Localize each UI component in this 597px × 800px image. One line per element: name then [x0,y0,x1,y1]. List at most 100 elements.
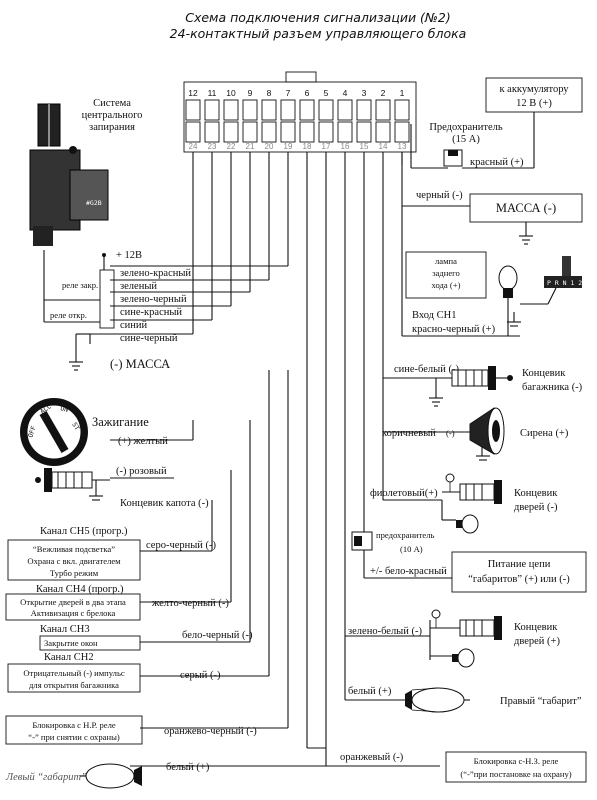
wire-label: сине-черный [120,333,178,344]
relay-close-label: реле закр. [62,280,98,290]
connector-pin-cell [242,121,258,143]
connector-pin-cell [356,99,372,121]
parking-lamp-icon [405,687,470,713]
connector-pin-cell [185,121,201,143]
ch5-box [7,539,141,581]
ch4-title: Канал CH4 (прогр.) [36,584,124,595]
pin-number: 10 [226,88,236,98]
wire-label: зелено-черный [120,294,187,305]
ground-icon [476,455,490,461]
gear-selector-icon: P R N 1 2 3 D [520,256,597,305]
fuse-15a-label-1: Предохранитель [429,122,503,133]
ch1-wire-label: красно-черный (+) [412,324,496,335]
relay-open-label: реле откр. [50,310,87,320]
doors-plus-label-1: Концевик [514,622,558,633]
pin-number: 21 [246,142,255,151]
bulb-icon [430,648,475,668]
ch3-box [39,635,141,651]
pin-number: 12 [188,88,198,98]
connector-pin-cells [185,99,410,143]
ignition-position: OFF [26,425,38,439]
siren-icon [469,407,505,456]
siren-wire-label: коричневый [382,428,436,439]
block-nr-wire-label: оранжево-черный (-) [164,726,257,737]
bulb-icon [442,514,479,534]
ch4-box [5,593,141,621]
ground-icon [429,397,443,407]
ch5-title: Канал CH5 (прогр.) [40,526,128,537]
connector-pin-cell [204,99,220,121]
pin-number: 14 [379,142,388,151]
mass-box-label: МАССА (-) [496,201,556,215]
connector-24pin: 12 11 10 9 8 7 6 5 4 3 2 1 24 23 22 21 2… [183,71,417,153]
connector-pin-cell [280,121,296,143]
fuse-icon [351,531,373,551]
limit-switch-icon [35,468,110,492]
plus-12v-label: + 12B [116,250,142,261]
pin-number: 9 [248,88,253,98]
ignition-label: Зажигание [92,415,149,429]
limit-switch-icon [451,366,513,390]
connector-pin-cell [261,121,277,143]
right-parking-label: Правый “габарит” [500,696,582,707]
pin-number: 24 [189,142,198,151]
siren-label: Сирена (+) [520,428,569,439]
ch4-function: Открытие дверей в два этапа [20,597,126,607]
ch5-function: “Вежливая подсветка” [33,544,115,554]
block-nr-line: Блокировка с Н.Р. реле [32,720,116,730]
diagram-title-line1: Схема подключения сигнализации (№2) [185,10,451,25]
door-lock-actuator-icon: #G2B [29,103,109,246]
fuse-10a-label-1: предохранитель [376,530,435,540]
ground-icon [69,361,83,371]
connector-pin-cell [223,121,239,143]
connector-pin-cell [394,99,410,121]
ch2-title: Канал CH2 [44,652,94,663]
block-nz-box [445,751,587,783]
reverse-lamp-label: хода (+) [432,280,461,290]
connector-pin-cell [261,99,277,121]
ignition-section: OFF ACC ON ST Зажигание (+) желтый [20,398,168,466]
block-nr-line: “-” при снятии с охраны) [28,732,120,742]
ignition-switch-icon: OFF ACC ON ST [20,398,88,466]
parking-power-label-1: Питание цепи [488,559,551,570]
reverse-lamp-label: лампа [435,256,457,266]
doors-minus-label-1: Концевик [514,488,558,499]
hood-switch-section: (-) розовый Концевик капота (-) [35,466,209,509]
red-wire-label: красный (+) [470,157,524,168]
ignition-wire-label: (+) желтый [118,436,168,447]
connector-bottom-pin-numbers: 24 23 22 21 20 19 18 17 16 15 14 13 [189,142,407,151]
connector-pin-cell [337,121,353,143]
channel-ch3: Канал CH3 Закрытие окон бело-черный (-) [39,624,253,651]
block-nz-wire-label: оранжевый (-) [340,752,404,763]
actuator-model: #G2B [86,199,102,207]
hood-wire-label: (-) розовый [116,466,167,477]
ch3-function: Закрытие окон [44,638,98,648]
parking-power-section: предохранитель (10 А) +/- бело-красный П… [351,530,587,593]
fuse-15a-label-2: (15 А) [452,134,480,145]
wires [43,124,520,767]
ch5-function: Турбо режим [50,568,99,578]
channel-ch4: Канал CH4 (прогр.) Открытие дверей в два… [5,584,229,621]
wire-label: синий [120,320,148,331]
pin-number: 1 [400,88,405,98]
fuse-10a-label-2: (10 А) [400,544,423,554]
ch5-wire-label: серо-черный (-) [146,540,217,551]
mass-section: МАССА (-) [469,193,583,245]
left-parking-wire-label: белый (+) [166,762,210,773]
battery-label-1: к аккумулятору [499,84,569,95]
parking-power-box [451,551,587,593]
doors-plus-label-2: дверей (+) [514,636,560,647]
connector-pin-cell [375,121,391,143]
ch1-input-label: Вход CH1 [412,310,456,321]
siren-section: коричневый (-) Сирена (+) [382,407,569,461]
channel-ch5: Канал CH5 (прогр.) “Вежливая подсветка” … [7,526,217,581]
ground-icon [89,495,103,501]
block-nz-line: Блокировка с-Н.З. реле [474,756,559,766]
parking-power-label-2: “габаритов” (+) или (-) [468,574,570,585]
ch2-function: для открытия багажника [29,680,119,690]
central-lock-ground-label: (-) МАССА [110,357,170,371]
ch4-wire-label: желто-черный (-) [151,598,229,609]
central-lock-title-2: центрального [82,110,143,121]
pin-number: 13 [398,142,407,151]
connector-pin-cell [280,99,296,121]
